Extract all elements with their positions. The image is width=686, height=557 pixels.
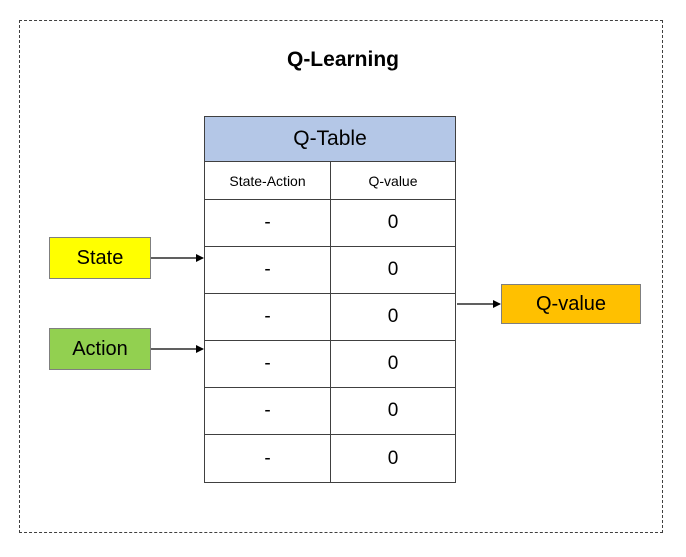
state-action-cell: - [205, 200, 331, 246]
state-action-cell: - [205, 388, 331, 434]
table-row: - 0 [205, 341, 455, 388]
q-table: Q-Table State-Action Q-value - 0 - 0 - 0… [204, 116, 456, 483]
dashed-frame [19, 20, 663, 533]
state-action-cell: - [205, 341, 331, 387]
state-action-cell: - [205, 294, 331, 340]
state-action-cell: - [205, 435, 331, 482]
table-row: - 0 [205, 247, 455, 294]
state-input-box: State [49, 237, 151, 279]
state-action-cell: - [205, 247, 331, 293]
diagram-title: Q-Learning [286, 48, 399, 71]
table-row: - 0 [205, 294, 455, 341]
q-value-output-box: Q-value [501, 284, 641, 324]
q-value-cell: 0 [387, 447, 399, 469]
column-header-state-action: State-Action [205, 162, 331, 199]
q-value-cell: 0 [387, 400, 399, 421]
action-input-box: Action [49, 328, 151, 370]
table-row: - 0 [205, 388, 455, 435]
q-value-cell: 0 [387, 353, 399, 374]
table-row: - 0 [205, 200, 455, 247]
table-row: - 0 [205, 435, 455, 482]
q-value-cell: 0 [387, 259, 399, 280]
q-value-cell: 0 [387, 306, 399, 327]
q-value-cell: 0 [387, 212, 399, 233]
column-header-q-value: Q-value [368, 172, 418, 189]
q-table-header: Q-Table [205, 117, 455, 162]
q-table-column-header-row: State-Action Q-value [205, 162, 455, 200]
